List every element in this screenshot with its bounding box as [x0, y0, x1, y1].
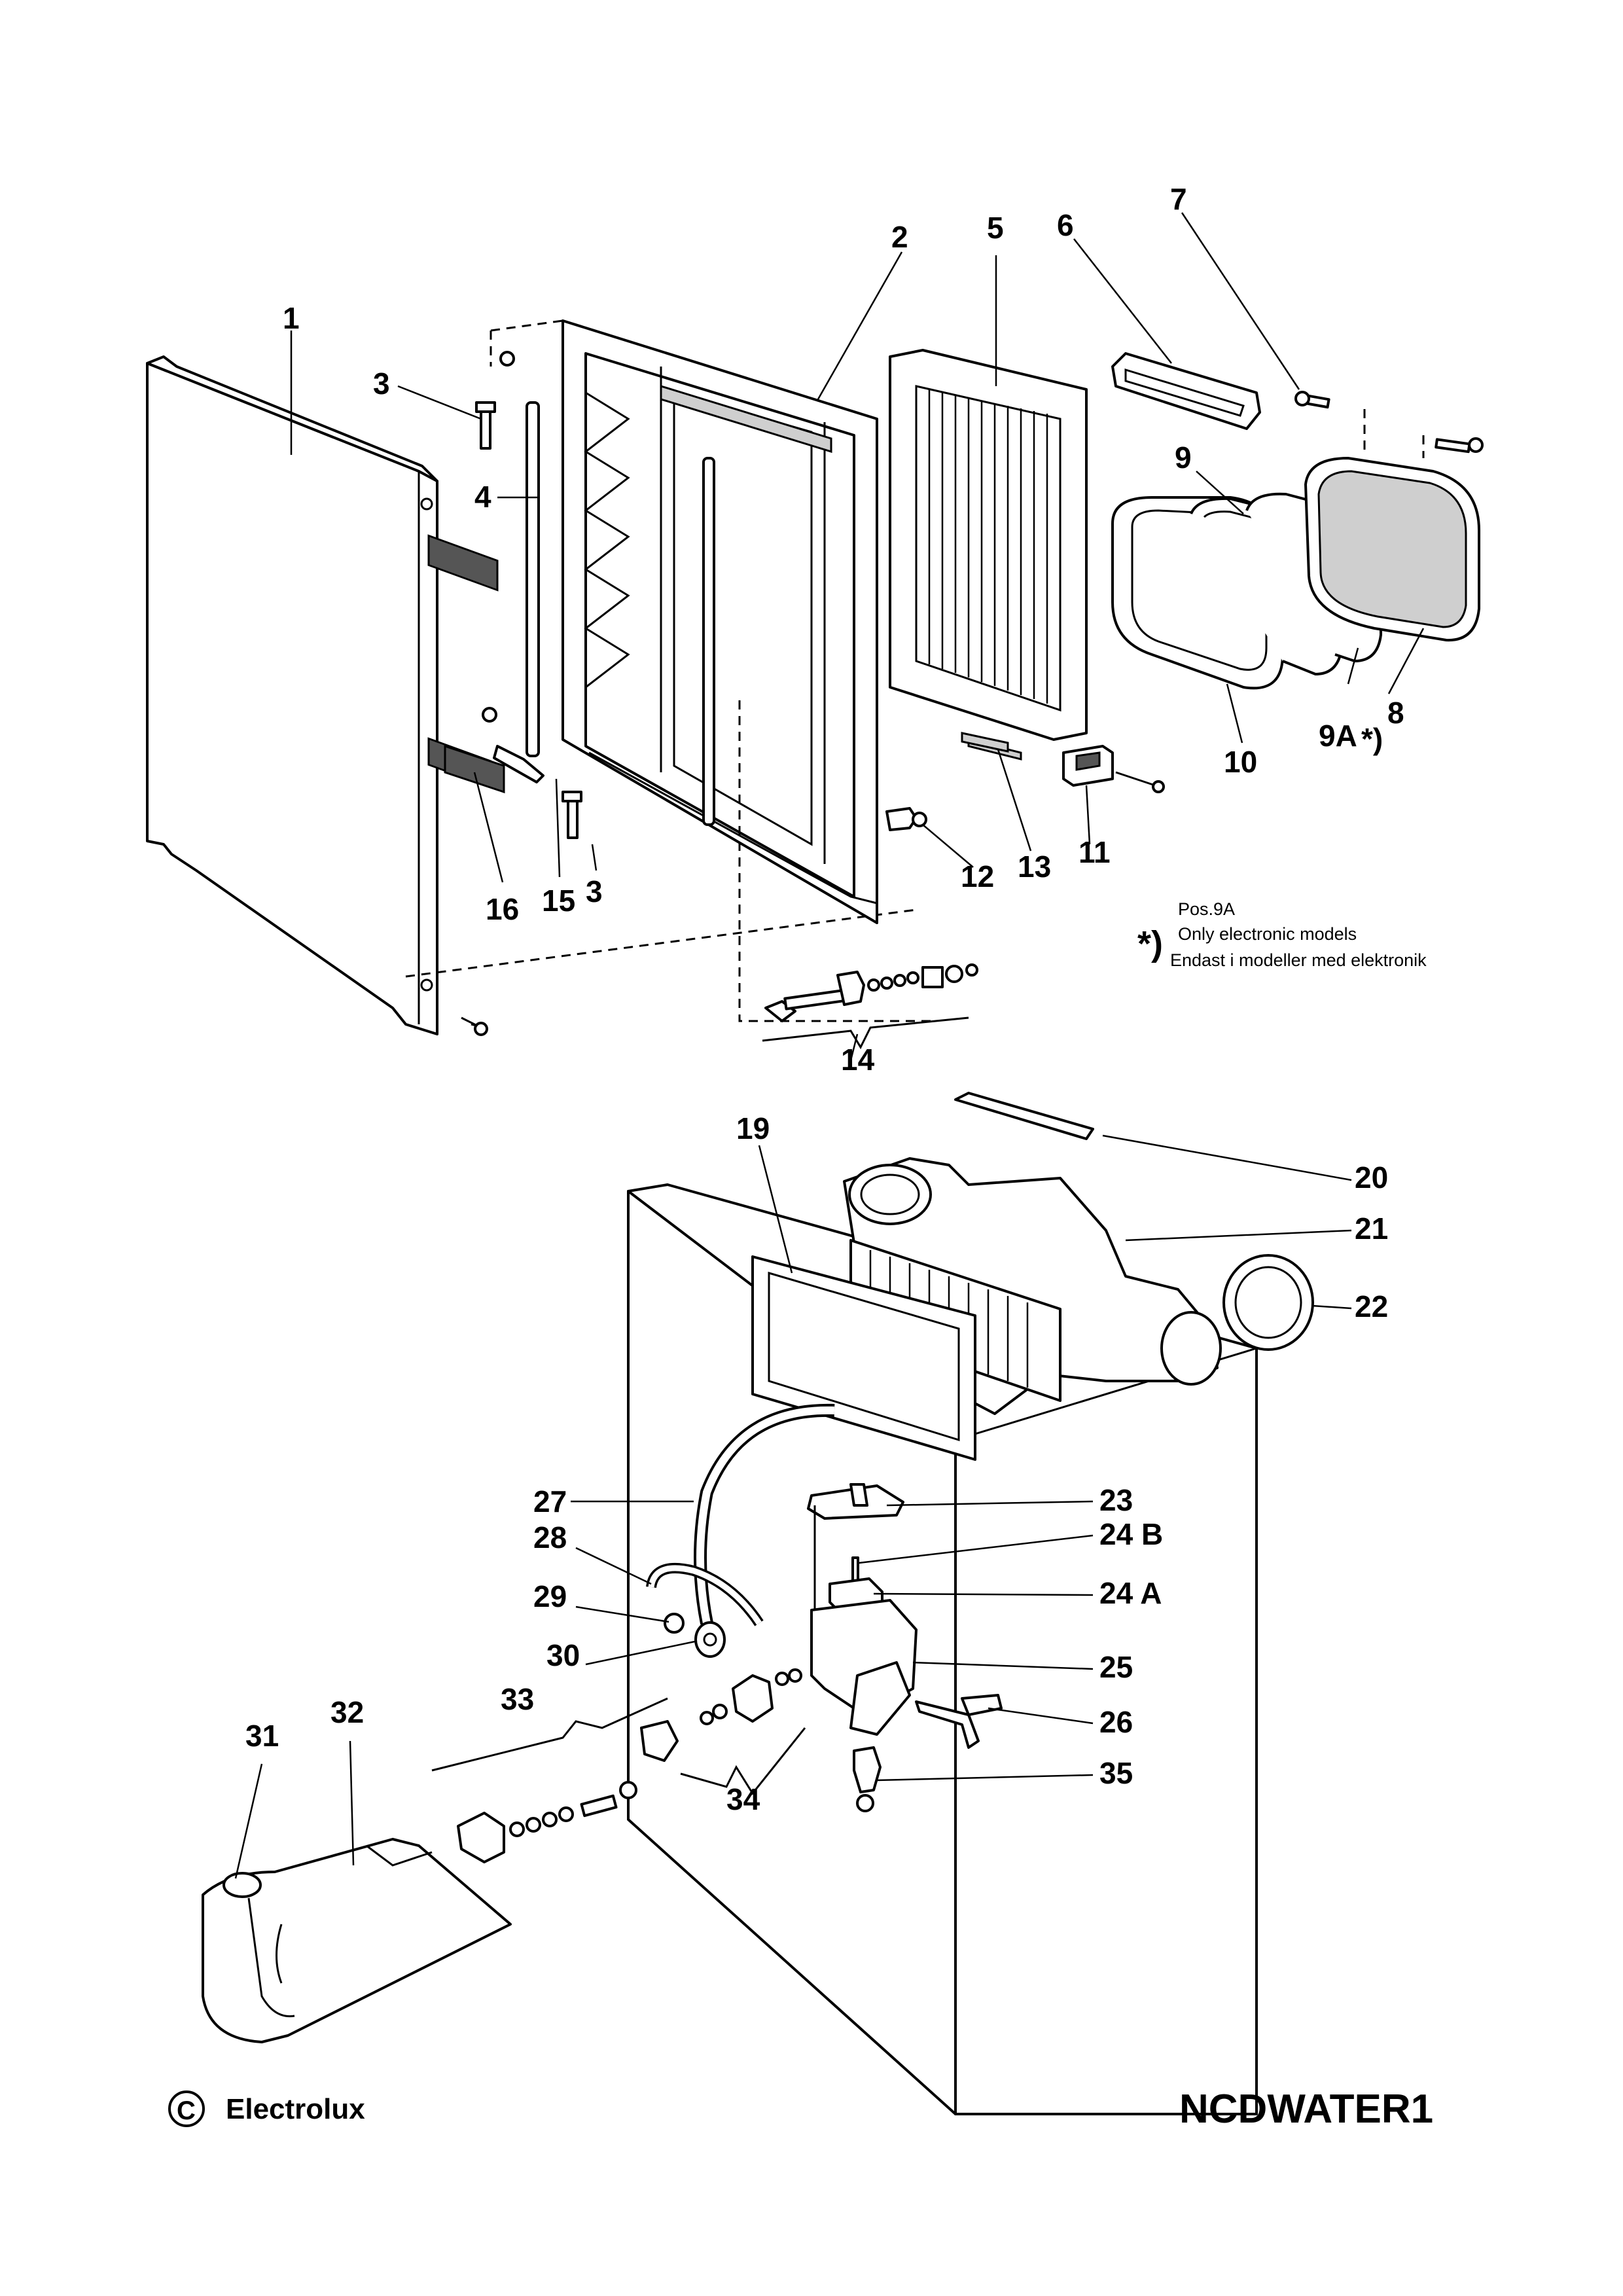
label-part-27: 27	[533, 1484, 567, 1518]
tray-part-32	[202, 1838, 512, 2043]
label-part-13: 13	[1018, 850, 1051, 884]
grille-part-8	[1304, 435, 1484, 642]
label-part-11: 11	[1079, 835, 1111, 869]
knob-part-31	[223, 1872, 262, 1898]
screw-part-3	[475, 351, 582, 839]
label-part-15: 15	[542, 884, 575, 918]
bracket-part-23	[807, 1483, 904, 1520]
hose-part-28	[646, 1562, 764, 1626]
label-part-2: 2	[891, 220, 908, 254]
label-part-29: 29	[533, 1579, 567, 1613]
label-part-22: 22	[1355, 1289, 1388, 1323]
strip-part-20	[954, 1092, 1094, 1140]
label-part-4: 4	[474, 480, 491, 514]
copyright-icon	[168, 2090, 205, 2127]
label-part-3-bottom: 3	[586, 874, 603, 908]
label-part-9: 9	[1175, 440, 1192, 475]
label-part-6: 6	[1057, 208, 1074, 242]
hinge-part-15	[493, 745, 544, 783]
label-part-23: 23	[1099, 1483, 1133, 1517]
gasket-part-6	[1111, 352, 1261, 430]
part-labels: 1 2 3 3 4 5 6 7 8 9 9A *) 10 11 12 13 14…	[245, 182, 1404, 1816]
label-part-1: 1	[283, 301, 300, 335]
valve-assembly-part-14	[762, 963, 978, 1050]
label-part-5: 5	[987, 211, 1004, 245]
footnote: *) Pos.9A Only electronic models Endast …	[1137, 899, 1427, 970]
nipple-part-29	[664, 1613, 685, 1634]
label-part-30: 30	[546, 1638, 580, 1672]
label-part-9a-mark: *)	[1361, 722, 1383, 756]
footnote-line-3: Endast i modeller med elektronik	[1170, 950, 1427, 970]
label-part-32: 32	[330, 1695, 364, 1729]
cover-part-13	[961, 732, 1009, 753]
label-part-9a: 9A	[1319, 719, 1357, 753]
tap-assembly-part-34	[680, 1668, 806, 1795]
rod-part-4	[526, 401, 715, 826]
leader-lines	[234, 212, 1425, 1879]
label-part-33: 33	[501, 1682, 534, 1716]
clip-part-26	[915, 1694, 1003, 1749]
label-part-24a: 24 A	[1099, 1576, 1162, 1610]
hose-part-27	[694, 1403, 835, 1624]
label-part-3-top: 3	[373, 367, 390, 401]
footer: C Electrolux NCDWATER1	[168, 2087, 1433, 2132]
label-part-31: 31	[245, 1719, 279, 1753]
label-part-34: 34	[726, 1782, 760, 1816]
label-part-26: 26	[1099, 1705, 1133, 1739]
label-part-19: 19	[736, 1111, 770, 1145]
label-part-35: 35	[1099, 1756, 1133, 1790]
frame-part-2	[490, 319, 936, 1022]
footnote-symbol: *)	[1137, 924, 1163, 963]
heat-exchanger-part-5	[889, 349, 1088, 761]
label-part-20: 20	[1355, 1160, 1388, 1194]
housing-part-25	[810, 1505, 918, 1736]
label-part-8: 8	[1387, 696, 1404, 730]
footnote-line-2: Only electronic models	[1178, 924, 1357, 944]
label-part-24b: 24 B	[1099, 1517, 1163, 1551]
tap-assembly-part-33	[431, 1697, 679, 1863]
bracket-part-16	[444, 744, 505, 794]
label-part-16: 16	[486, 892, 519, 926]
valve-part-35	[853, 1746, 882, 1812]
footnote-line-1: Pos.9A	[1178, 899, 1235, 919]
drawing-code: NCDWATER1	[1179, 2087, 1433, 2132]
sensor-part-11	[1062, 745, 1165, 793]
label-part-14: 14	[841, 1043, 875, 1077]
label-part-21: 21	[1355, 1211, 1388, 1246]
label-part-7: 7	[1170, 182, 1187, 216]
front-panel-part-1	[146, 355, 917, 1036]
ring-part-22	[1222, 1254, 1314, 1351]
copyright-symbol: C	[177, 2096, 196, 2125]
label-part-10: 10	[1224, 745, 1257, 779]
screw-part-7	[1294, 391, 1366, 452]
connector-part-12	[885, 807, 927, 831]
label-part-25: 25	[1099, 1650, 1133, 1684]
label-part-12: 12	[961, 859, 994, 893]
fitting-part-30	[694, 1621, 726, 1658]
label-part-28: 28	[533, 1520, 567, 1554]
brand-name: Electrolux	[226, 2093, 365, 2125]
